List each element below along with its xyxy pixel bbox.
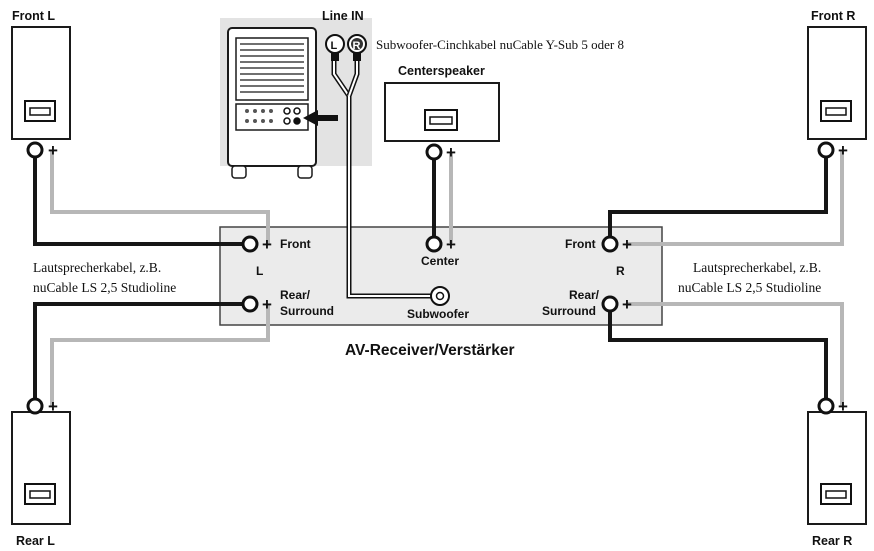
plug-right: R <box>347 34 367 61</box>
label-rear-right: Rear R <box>812 534 852 548</box>
subwoofer-input-jack-icon <box>293 117 301 125</box>
label-rear-left: Rear L <box>16 534 55 548</box>
label-line-in: Line IN <box>322 9 364 23</box>
terminal-positive-icon: + <box>262 295 272 314</box>
label-receiver-front-right: Front <box>565 237 596 251</box>
terminal-positive-icon: + <box>48 141 58 160</box>
terminal-negative-icon <box>241 295 259 313</box>
subwoofer-foot <box>231 165 247 179</box>
wire-rear-left-negative <box>33 302 250 406</box>
subwoofer-input-jack-icon <box>293 107 301 115</box>
terminal-positive-icon: + <box>838 141 848 160</box>
wire-front-left-negative <box>33 150 250 246</box>
wire-rear-left-positive <box>50 304 270 406</box>
terminal-positive-icon: + <box>622 295 632 314</box>
subwoofer-grille <box>235 37 309 101</box>
label-subwoofer-cable: Subwoofer-Cinchkabel nuCable Y-Sub 5 ode… <box>376 37 624 52</box>
label-receiver-subwoofer: Subwoofer <box>407 307 469 321</box>
terminal-positive-icon: + <box>622 235 632 254</box>
label-center-speaker: Centerspeaker <box>398 64 485 78</box>
speaker-center: + <box>384 82 500 162</box>
subwoofer-foot <box>297 165 313 179</box>
cable-note-left-line2: nuCable LS 2,5 Studioline <box>33 280 176 295</box>
label-receiver-title: AV-Receiver/Verstärker <box>345 342 514 359</box>
cable-note-right-line2: nuCable LS 2,5 Studioline <box>678 280 821 295</box>
subwoofer-grille-lines <box>240 43 304 93</box>
subwoofer-cable-branch-inner <box>348 60 358 97</box>
speaker-front-right: + <box>807 26 867 160</box>
subwoofer-input-jack-icon <box>283 117 291 125</box>
wire-front-right-positive <box>627 150 844 246</box>
plug-left: L <box>325 34 345 61</box>
terminal-negative-icon <box>817 141 835 159</box>
plug-right-letter: R <box>353 40 361 52</box>
wire-front-right-negative <box>608 150 828 244</box>
arrow-left-icon <box>303 110 338 126</box>
terminal-negative-icon <box>26 397 44 415</box>
terminal-negative-icon <box>425 235 443 253</box>
subwoofer-unit <box>227 27 317 179</box>
label-receiver-rear-left-line1: Rear/ <box>280 288 311 302</box>
label-receiver-left: L <box>256 264 263 278</box>
speaker-rear-left: + <box>11 397 71 525</box>
wire-front-left-positive <box>50 150 270 244</box>
wire-rear-right-negative <box>608 304 828 406</box>
label-receiver-rear-right-line2: Surround <box>542 304 596 318</box>
terminal-positive-icon: + <box>262 235 272 254</box>
speaker-front-left: + <box>11 26 71 160</box>
label-receiver-rear-left-line2: Surround <box>280 304 334 318</box>
cable-note-right-line1: Lautsprecherkabel, z.B. <box>693 260 821 275</box>
terminal-negative-icon <box>817 397 835 415</box>
cable-note-left-line1: Lautsprecherkabel, z.B. <box>33 260 161 275</box>
speaker-rear-right: + <box>807 397 867 525</box>
terminal-positive-icon: + <box>48 397 58 416</box>
terminal-negative-icon <box>425 143 443 161</box>
terminal-positive-icon: + <box>446 143 456 162</box>
plug-left-letter: L <box>331 40 338 52</box>
terminal-negative-icon <box>26 141 44 159</box>
terminal-negative-icon <box>241 235 259 253</box>
terminal-positive-icon: + <box>838 397 848 416</box>
subwoofer-input-jack-icon <box>283 107 291 115</box>
subwoofer-knobs <box>245 109 273 123</box>
label-receiver-rear-right-line1: Rear/ <box>569 288 600 302</box>
label-receiver-center: Center <box>421 254 459 268</box>
wire-rear-right-positive <box>627 302 844 406</box>
terminal-negative-icon <box>601 235 619 253</box>
label-receiver-right: R <box>616 264 625 278</box>
label-front-left: Front L <box>12 9 55 23</box>
label-front-right: Front R <box>811 9 855 23</box>
terminal-negative-icon <box>601 295 619 313</box>
terminal-positive-icon: + <box>446 235 456 254</box>
label-receiver-front-left: Front <box>280 237 311 251</box>
